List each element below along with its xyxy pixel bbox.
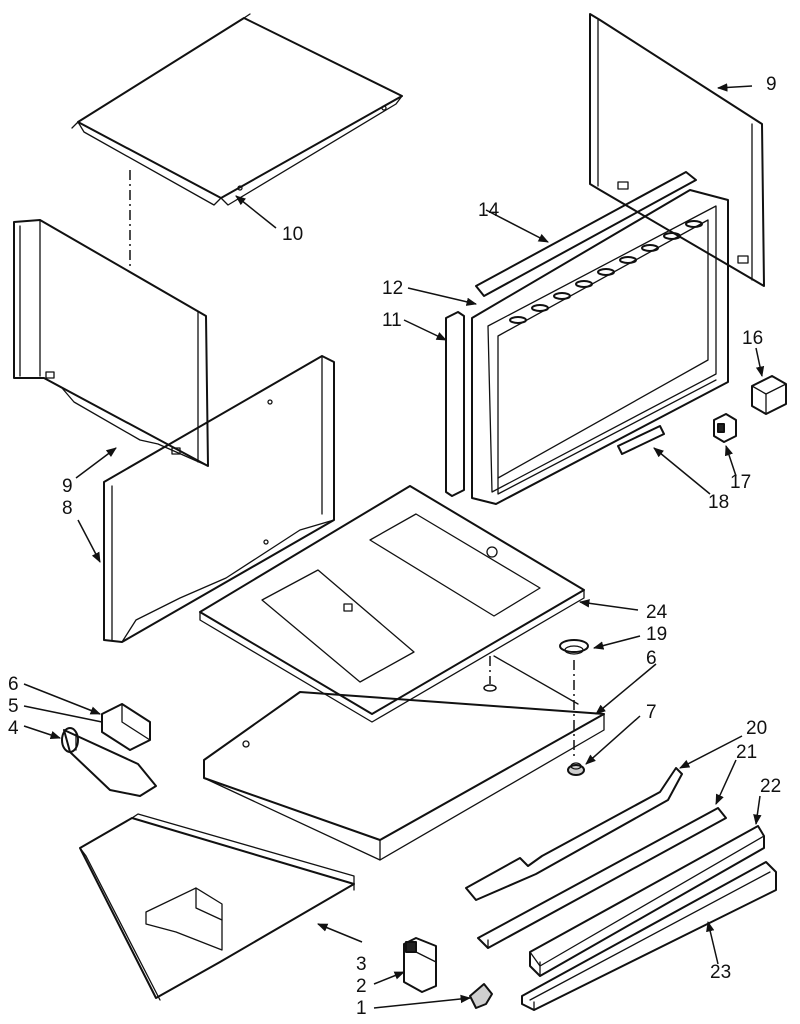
duct-4 [61,727,157,797]
kick-channel-23 [521,861,777,1011]
callout-8: 8 [62,498,73,519]
callout-16: 16 [742,328,763,349]
switch-17 [713,413,737,443]
callout-23: 23 [710,962,731,983]
callout-7: 7 [646,702,657,723]
gasket-strip-14 [475,171,697,297]
top-panel-10 [71,13,403,206]
side-panel-left-9 [13,219,209,467]
trim-bar-21 [477,807,727,949]
callout-6-right: 6 [646,648,657,669]
callout-18: 18 [708,492,729,513]
foot-19 [559,639,589,655]
callout-20: 20 [746,718,767,739]
callout-6-left: 6 [8,674,19,695]
gasket-strip-11 [445,311,465,497]
callout-9-left: 9 [62,476,73,497]
callout-10: 10 [282,224,303,245]
callout-5: 5 [8,696,19,717]
foot-7 [567,762,585,776]
callout-12: 12 [382,278,403,299]
screw-1 [469,983,493,1009]
side-panel-8 [103,355,335,643]
callout-24: 24 [646,602,668,623]
callout-11: 11 [382,310,402,331]
callout-4: 4 [8,718,19,739]
leader-lines [23,83,765,1009]
side-panel-right-9 [589,13,765,287]
callout-21: 21 [736,742,757,763]
callout-22: 22 [760,776,781,797]
floor-tray-3 [79,813,355,1001]
clip-2 [403,937,437,993]
knob-16 [751,375,787,415]
callout-3: 3 [356,954,367,975]
label-18 [617,425,665,455]
callout-9-right: 9 [766,74,777,95]
grille-mesh-20 [465,767,683,901]
callout-14: 14 [478,200,500,221]
callout-labels: 9 10 14 12 11 16 17 18 9 8 24 19 6 7 20 … [8,74,781,1019]
callout-1: 1 [356,998,367,1019]
bracket-5 [101,703,151,751]
front-frame-12 [471,189,729,505]
callout-19: 19 [646,624,667,645]
callout-2: 2 [356,976,367,997]
base-pan [203,655,605,861]
callout-17: 17 [730,472,751,493]
kick-channel-22 [529,825,765,977]
bottom-panel-24 [199,485,585,723]
